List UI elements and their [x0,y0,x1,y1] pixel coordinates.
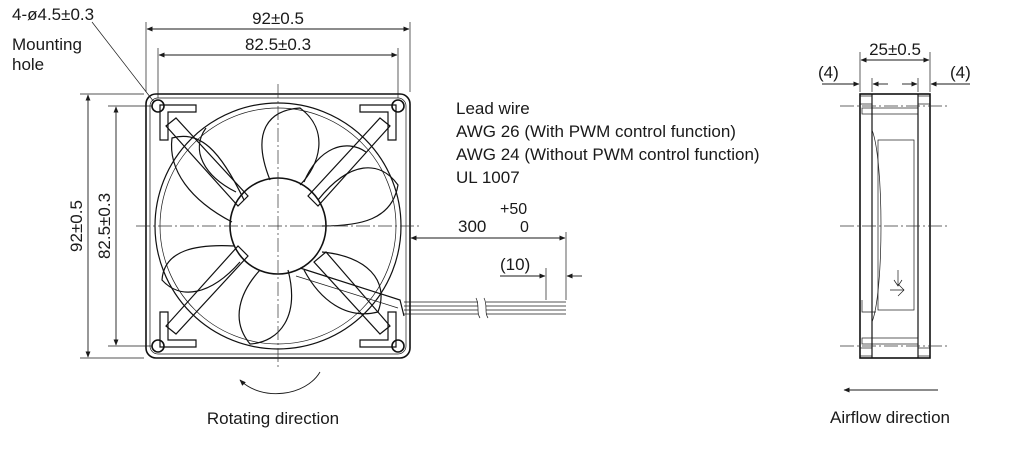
mounting-hole-br [391,339,405,353]
lead-wire-line2: AWG 24 (Without PWM control function) [456,145,760,164]
mounting-holes [151,99,405,353]
front-view: 92±0.5 82.5±0.3 92±0.5 82.5±0.3 4-ø4.5±0… [12,5,566,428]
mounting-hole-tr [391,99,405,113]
hole-spec-label: 4-ø4.5±0.3 [12,5,94,24]
lead-length-label: 300 [458,217,486,236]
lead-wire-title: Lead wire [456,99,530,118]
height-pitch-label: 82.5±0.3 [95,193,114,259]
flange-left-label: (4) [818,63,839,82]
lead-tol-minus: 0 [520,219,529,236]
lead-tol-plus: +50 [500,201,527,218]
flange-right-label: (4) [950,63,971,82]
height-outer-label: 92±0.5 [67,200,86,252]
side-depth-label: 25±0.5 [869,40,921,59]
lead-wire-bundle [295,267,566,319]
hole-label-line1: Mounting [12,35,82,54]
rotating-direction-label: Rotating direction [207,409,339,428]
lead-wire-line3: UL 1007 [456,168,520,187]
strip-length-label: (10) [500,255,530,274]
mounting-hole-bl [151,339,165,353]
support-struts [165,117,391,335]
width-outer-label: 92±0.5 [252,9,304,28]
width-pitch-label: 82.5±0.3 [245,35,311,54]
airflow-direction-label: Airflow direction [830,408,950,427]
lead-wire-spec: Lead wire AWG 26 (With PWM control funct… [410,99,760,300]
rotating-direction-arrow [239,371,321,395]
side-view: 25±0.5 (4) (4) Airflow direction [818,40,971,427]
lead-wire-line1: AWG 26 (With PWM control function) [456,122,736,141]
corner-pockets [159,104,397,348]
hole-label-line2: hole [12,55,44,74]
